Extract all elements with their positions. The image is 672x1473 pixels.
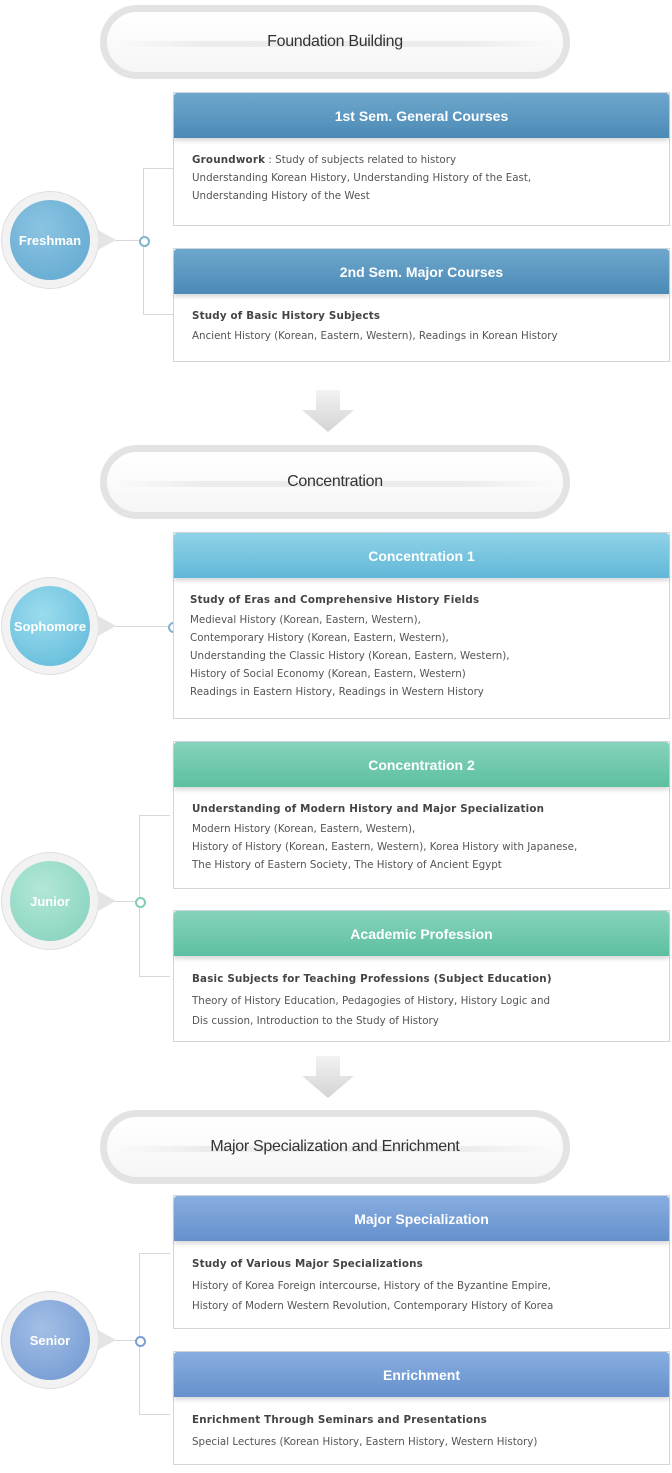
- level-junior: Junior: [2, 853, 116, 949]
- box-line: Readings in Eastern History, Readings in…: [190, 686, 484, 698]
- box-line: Dis cussion, Introduction to the Study o…: [192, 1015, 439, 1027]
- box-line: Understanding Korean History, Understand…: [192, 172, 532, 184]
- box-major-specialization: Major Specialization Study of Various Ma…: [173, 1195, 670, 1329]
- connector-node: [135, 1336, 146, 1347]
- box-line: Understanding the Classic History (Korea…: [190, 650, 510, 662]
- level-senior: Senior: [2, 1292, 116, 1388]
- box-concentration-1: Concentration 1 Study of Eras and Compre…: [173, 532, 670, 719]
- box-line: Special Lectures (Korean History, Easter…: [192, 1436, 538, 1448]
- box-title: 1st Sem. General Courses: [174, 93, 669, 138]
- box-line: The History of Eastern Society, The Hist…: [192, 859, 502, 871]
- box-title: Major Specialization: [174, 1196, 669, 1241]
- level-label: Sophomore: [10, 586, 90, 666]
- box-1st-sem-general-courses: 1st Sem. General Courses Groundwork : St…: [173, 92, 670, 226]
- box-heading: Understanding of Modern History and Majo…: [192, 803, 545, 815]
- box-2nd-sem-major-courses: 2nd Sem. Major Courses Study of Basic Hi…: [173, 248, 670, 362]
- box-title: 2nd Sem. Major Courses: [174, 249, 669, 294]
- box-enrichment: Enrichment Enrichment Through Seminars a…: [173, 1351, 670, 1465]
- connector-node: [139, 236, 150, 247]
- connector-bracket: [139, 815, 170, 977]
- level-label: Junior: [10, 861, 90, 941]
- stage-concentration: Concentration: [100, 445, 570, 519]
- connector-node: [135, 897, 146, 908]
- box-line: Theory of History Education, Pedagogies …: [192, 995, 551, 1007]
- box-heading: Study of Eras and Comprehensive History …: [190, 594, 480, 606]
- box-line: Ancient History (Korean, Eastern, Wester…: [192, 330, 558, 342]
- box-title: Academic Profession: [174, 911, 669, 956]
- stage-major-specialization-and-enrichment: Major Specialization and Enrichment: [100, 1110, 570, 1184]
- stage-label: Major Specialization and Enrichment: [210, 1138, 460, 1155]
- stage-label: Foundation Building: [267, 33, 403, 50]
- connector-bracket: [139, 1253, 170, 1415]
- box-line: History of Korea Foreign intercourse, Hi…: [192, 1280, 551, 1292]
- box-line: Contemporary History (Korean, Eastern, W…: [190, 632, 449, 644]
- box-line: History of Social Economy (Korean, Easte…: [190, 668, 466, 680]
- level-sophomore: Sophomore: [2, 578, 116, 674]
- box-heading: Study of Basic History Subjects: [192, 310, 381, 322]
- down-arrow-icon: [302, 1056, 354, 1098]
- box-heading: Study of Various Major Specializations: [192, 1258, 423, 1270]
- stage-label: Concentration: [287, 473, 383, 490]
- box-title: Enrichment: [174, 1352, 669, 1397]
- box-line: Medieval History (Korean, Eastern, Weste…: [190, 614, 421, 626]
- box-heading: Enrichment Through Seminars and Presenta…: [192, 1414, 487, 1426]
- level-label: Senior: [10, 1300, 90, 1380]
- box-heading: Basic Subjects for Teaching Professions …: [192, 973, 552, 985]
- level-label: Freshman: [10, 200, 90, 280]
- box-line: Modern History (Korean, Eastern, Western…: [192, 823, 416, 835]
- box-line: History of History (Korean, Eastern, Wes…: [192, 841, 578, 853]
- box-heading: Groundwork: [192, 154, 266, 166]
- box-line: Understanding History of the West: [192, 190, 370, 202]
- box-academic-profession: Academic Profession Basic Subjects for T…: [173, 910, 670, 1042]
- box-title: Concentration 2: [174, 742, 669, 787]
- box-concentration-2: Concentration 2 Understanding of Modern …: [173, 741, 670, 889]
- stage-foundation-building: Foundation Building: [100, 5, 570, 79]
- box-line: History of Modern Western Revolution, Co…: [192, 1300, 554, 1312]
- level-freshman: Freshman: [2, 192, 116, 288]
- down-arrow-icon: [302, 390, 354, 432]
- box-title: Concentration 1: [174, 533, 669, 578]
- box-heading-desc: : Study of subjects related to history: [265, 154, 457, 166]
